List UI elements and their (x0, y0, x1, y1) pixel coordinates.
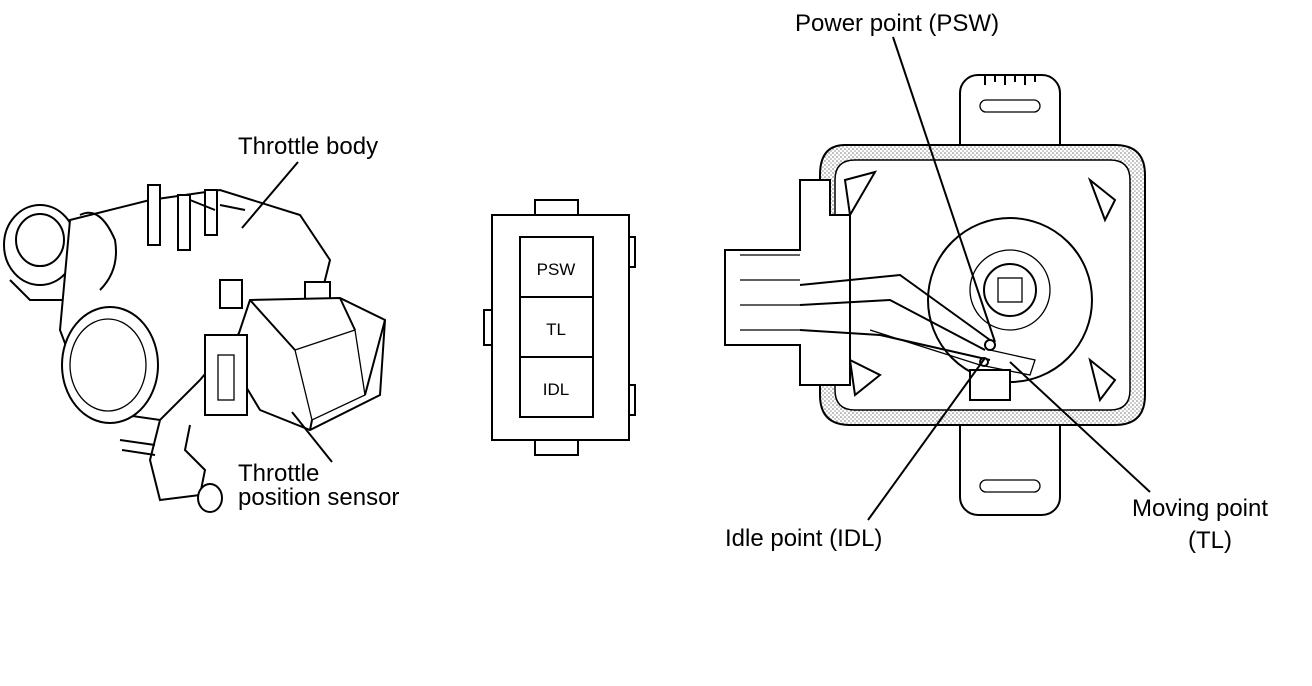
moving-point-leader-line (1009, 361, 1151, 493)
sensor-internal-drawing (724, 74, 1146, 516)
tps-leader-line (291, 411, 333, 463)
throttle-body-label: Throttle body (238, 133, 378, 160)
power-point-leader-line (892, 36, 996, 343)
connector-idl-label: IDL (543, 380, 569, 399)
tps-label-line2: position sensor (238, 484, 399, 511)
connector-psw-label: PSW (537, 260, 576, 279)
connector-cell-idl (519, 356, 594, 418)
tps-label-line1: Throttle (238, 460, 319, 487)
moving-point-label-line2: (TL) (1188, 527, 1232, 554)
idle-point-label: Idle point (IDL) (725, 525, 882, 552)
connector-diagram (483, 199, 636, 456)
throttle-body-drawing (3, 184, 387, 513)
power-point-label: Power point (PSW) (795, 10, 999, 37)
connector-cell-tl (519, 296, 594, 358)
moving-point-label-line1: Moving point (1132, 495, 1268, 522)
throttle-body-leader-line (241, 161, 299, 229)
idle-point-leader-line (867, 357, 986, 521)
connector-tl-label: TL (546, 320, 566, 339)
